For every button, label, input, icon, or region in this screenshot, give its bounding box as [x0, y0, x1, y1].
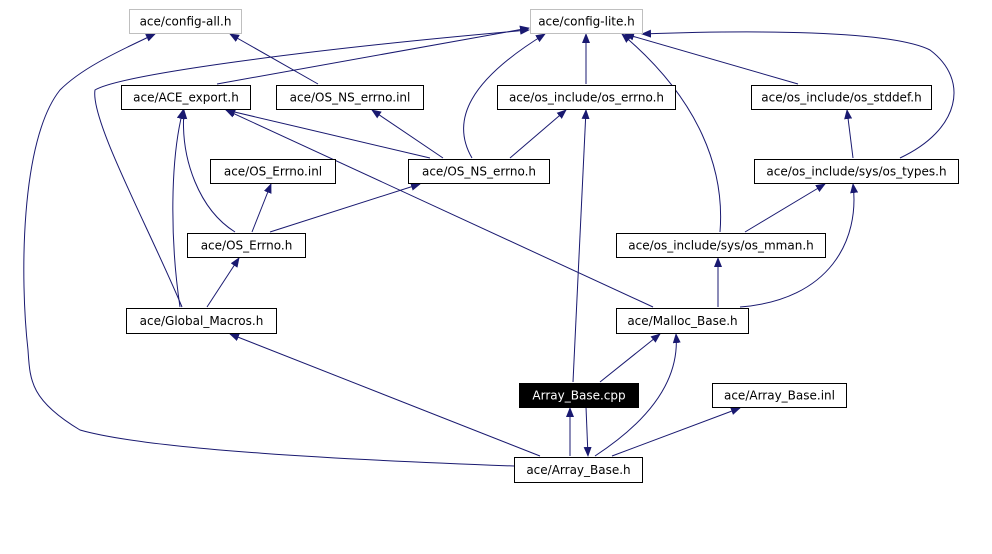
edge-array-base-h-to-global-macros: [229, 333, 541, 457]
edges-layer: [23, 25, 955, 467]
node-box: [121, 85, 251, 110]
node-array-base-cpp[interactable]: Array_Base.cpp: [519, 383, 639, 408]
node-config-lite[interactable]: ace/config-lite.h: [530, 9, 643, 34]
edge-array-base-cpp-to-array-base-h: [583, 406, 592, 457]
edge-os-ns-errno-h-to-config-lite: [463, 33, 546, 159]
node-label: ace/OS_NS_errno.h: [422, 165, 536, 179]
node-box: [408, 159, 550, 184]
node-box: [514, 457, 643, 483]
node-os-errno-inl[interactable]: ace/OS_Errno.inl: [210, 159, 336, 184]
edge-os-ns-errno-h-to-ace-export: [225, 108, 431, 159]
node-label: ace/config-all.h: [140, 15, 232, 29]
node-label: ace/OS_Errno.h: [201, 239, 293, 253]
node-box: [210, 159, 336, 184]
node-box: [530, 9, 643, 34]
node-malloc-base[interactable]: ace/Malloc_Base.h: [616, 308, 749, 334]
node-box: [616, 233, 826, 258]
edge-array-base-cpp-to-malloc-base: [599, 333, 661, 383]
edge-array-base-h-to-malloc-base: [594, 333, 681, 457]
node-label: ace/os_include/os_errno.h: [509, 91, 664, 105]
node-array-base-inl[interactable]: ace/Array_Base.inl: [712, 383, 847, 408]
node-label: ace/config-lite.h: [538, 15, 635, 29]
node-box: [126, 308, 277, 334]
node-os-ns-errno-h[interactable]: ace/OS_NS_errno.h: [408, 159, 550, 184]
edge-os-errno-h-to-os-ns-errno-h: [269, 182, 421, 233]
edge-os-types-to-config-lite: [641, 29, 955, 159]
node-box: [187, 233, 306, 258]
node-label: ace/OS_Errno.inl: [224, 165, 322, 179]
edge-os-ns-errno-h-to-os-ns-errno-inl: [371, 109, 444, 159]
edge-global-macros-to-os-errno-h: [206, 257, 240, 308]
node-label: ace/OS_NS_errno.inl: [290, 91, 411, 105]
node-os-stddef[interactable]: ace/os_include/os_stddef.h: [751, 85, 932, 110]
node-box: [129, 9, 242, 34]
node-box: [712, 383, 847, 408]
edge-os-errno-h-to-ace-export: [179, 109, 236, 233]
node-box: [751, 85, 932, 110]
edge-array-base-h-to-array-base-inl: [611, 407, 741, 457]
node-os-mman[interactable]: ace/os_include/sys/os_mman.h: [616, 233, 826, 258]
node-config-all[interactable]: ace/config-all.h: [129, 9, 242, 34]
nodes-layer: ace/config-all.h ace/config-lite.h ace/ACE…: [121, 9, 959, 483]
node-global-macros[interactable]: ace/Global_Macros.h: [126, 308, 277, 334]
node-box: [754, 159, 959, 184]
node-label: ace/os_include/os_stddef.h: [761, 91, 921, 105]
edge-os-types-to-os-stddef: [844, 109, 854, 159]
edge-os-ns-errno-inl-to-config-all: [229, 33, 319, 85]
node-os-errno-h[interactable]: ace/OS_Errno.h: [187, 233, 306, 258]
node-label: ace/Global_Macros.h: [140, 314, 264, 328]
node-os-errno-include[interactable]: ace/os_include/os_errno.h: [497, 85, 676, 110]
edge-os-ns-errno-h-to-os-errno-include: [509, 109, 567, 159]
node-label: ace/Array_Base.inl: [724, 389, 835, 403]
edge-os-errno-h-to-os-errno-inl: [251, 183, 272, 233]
node-label: Array_Base.cpp: [532, 389, 625, 403]
node-label: ace/os_include/sys/os_types.h: [766, 165, 946, 179]
edge-os-mman-to-os-types: [744, 183, 826, 233]
edge-malloc-base-to-os-types: [739, 183, 859, 308]
edge-os-mman-to-config-lite: [621, 33, 722, 233]
edge-global-macros-to-ace-export: [172, 109, 185, 308]
node-box: [519, 383, 639, 408]
edge-ace-export-to-config-lite: [216, 25, 530, 85]
node-os-types[interactable]: ace/os_include/sys/os_types.h: [754, 159, 959, 184]
node-box: [497, 85, 676, 110]
edge-global-macros-to-config-lite: [94, 26, 530, 308]
edge-os-stddef-to-config-lite: [624, 32, 799, 85]
node-box: [616, 308, 749, 334]
node-ace-export[interactable]: ace/ACE_export.h: [121, 85, 251, 110]
node-label: ace/ACE_export.h: [133, 91, 239, 105]
edge-array-base-h-to-config-all: [23, 33, 515, 467]
node-box: [276, 85, 424, 110]
node-label: ace/Array_Base.h: [526, 463, 630, 477]
node-os-ns-errno-inl[interactable]: ace/OS_NS_errno.inl: [276, 85, 424, 110]
node-label: ace/Malloc_Base.h: [627, 314, 737, 328]
edge-array-base-cpp-to-os-errno-include: [572, 109, 590, 383]
edge-malloc-base-to-ace-export: [225, 109, 654, 308]
node-array-base-h[interactable]: ace/Array_Base.h: [514, 457, 643, 483]
node-label: ace/os_include/sys/os_mman.h: [628, 239, 814, 253]
